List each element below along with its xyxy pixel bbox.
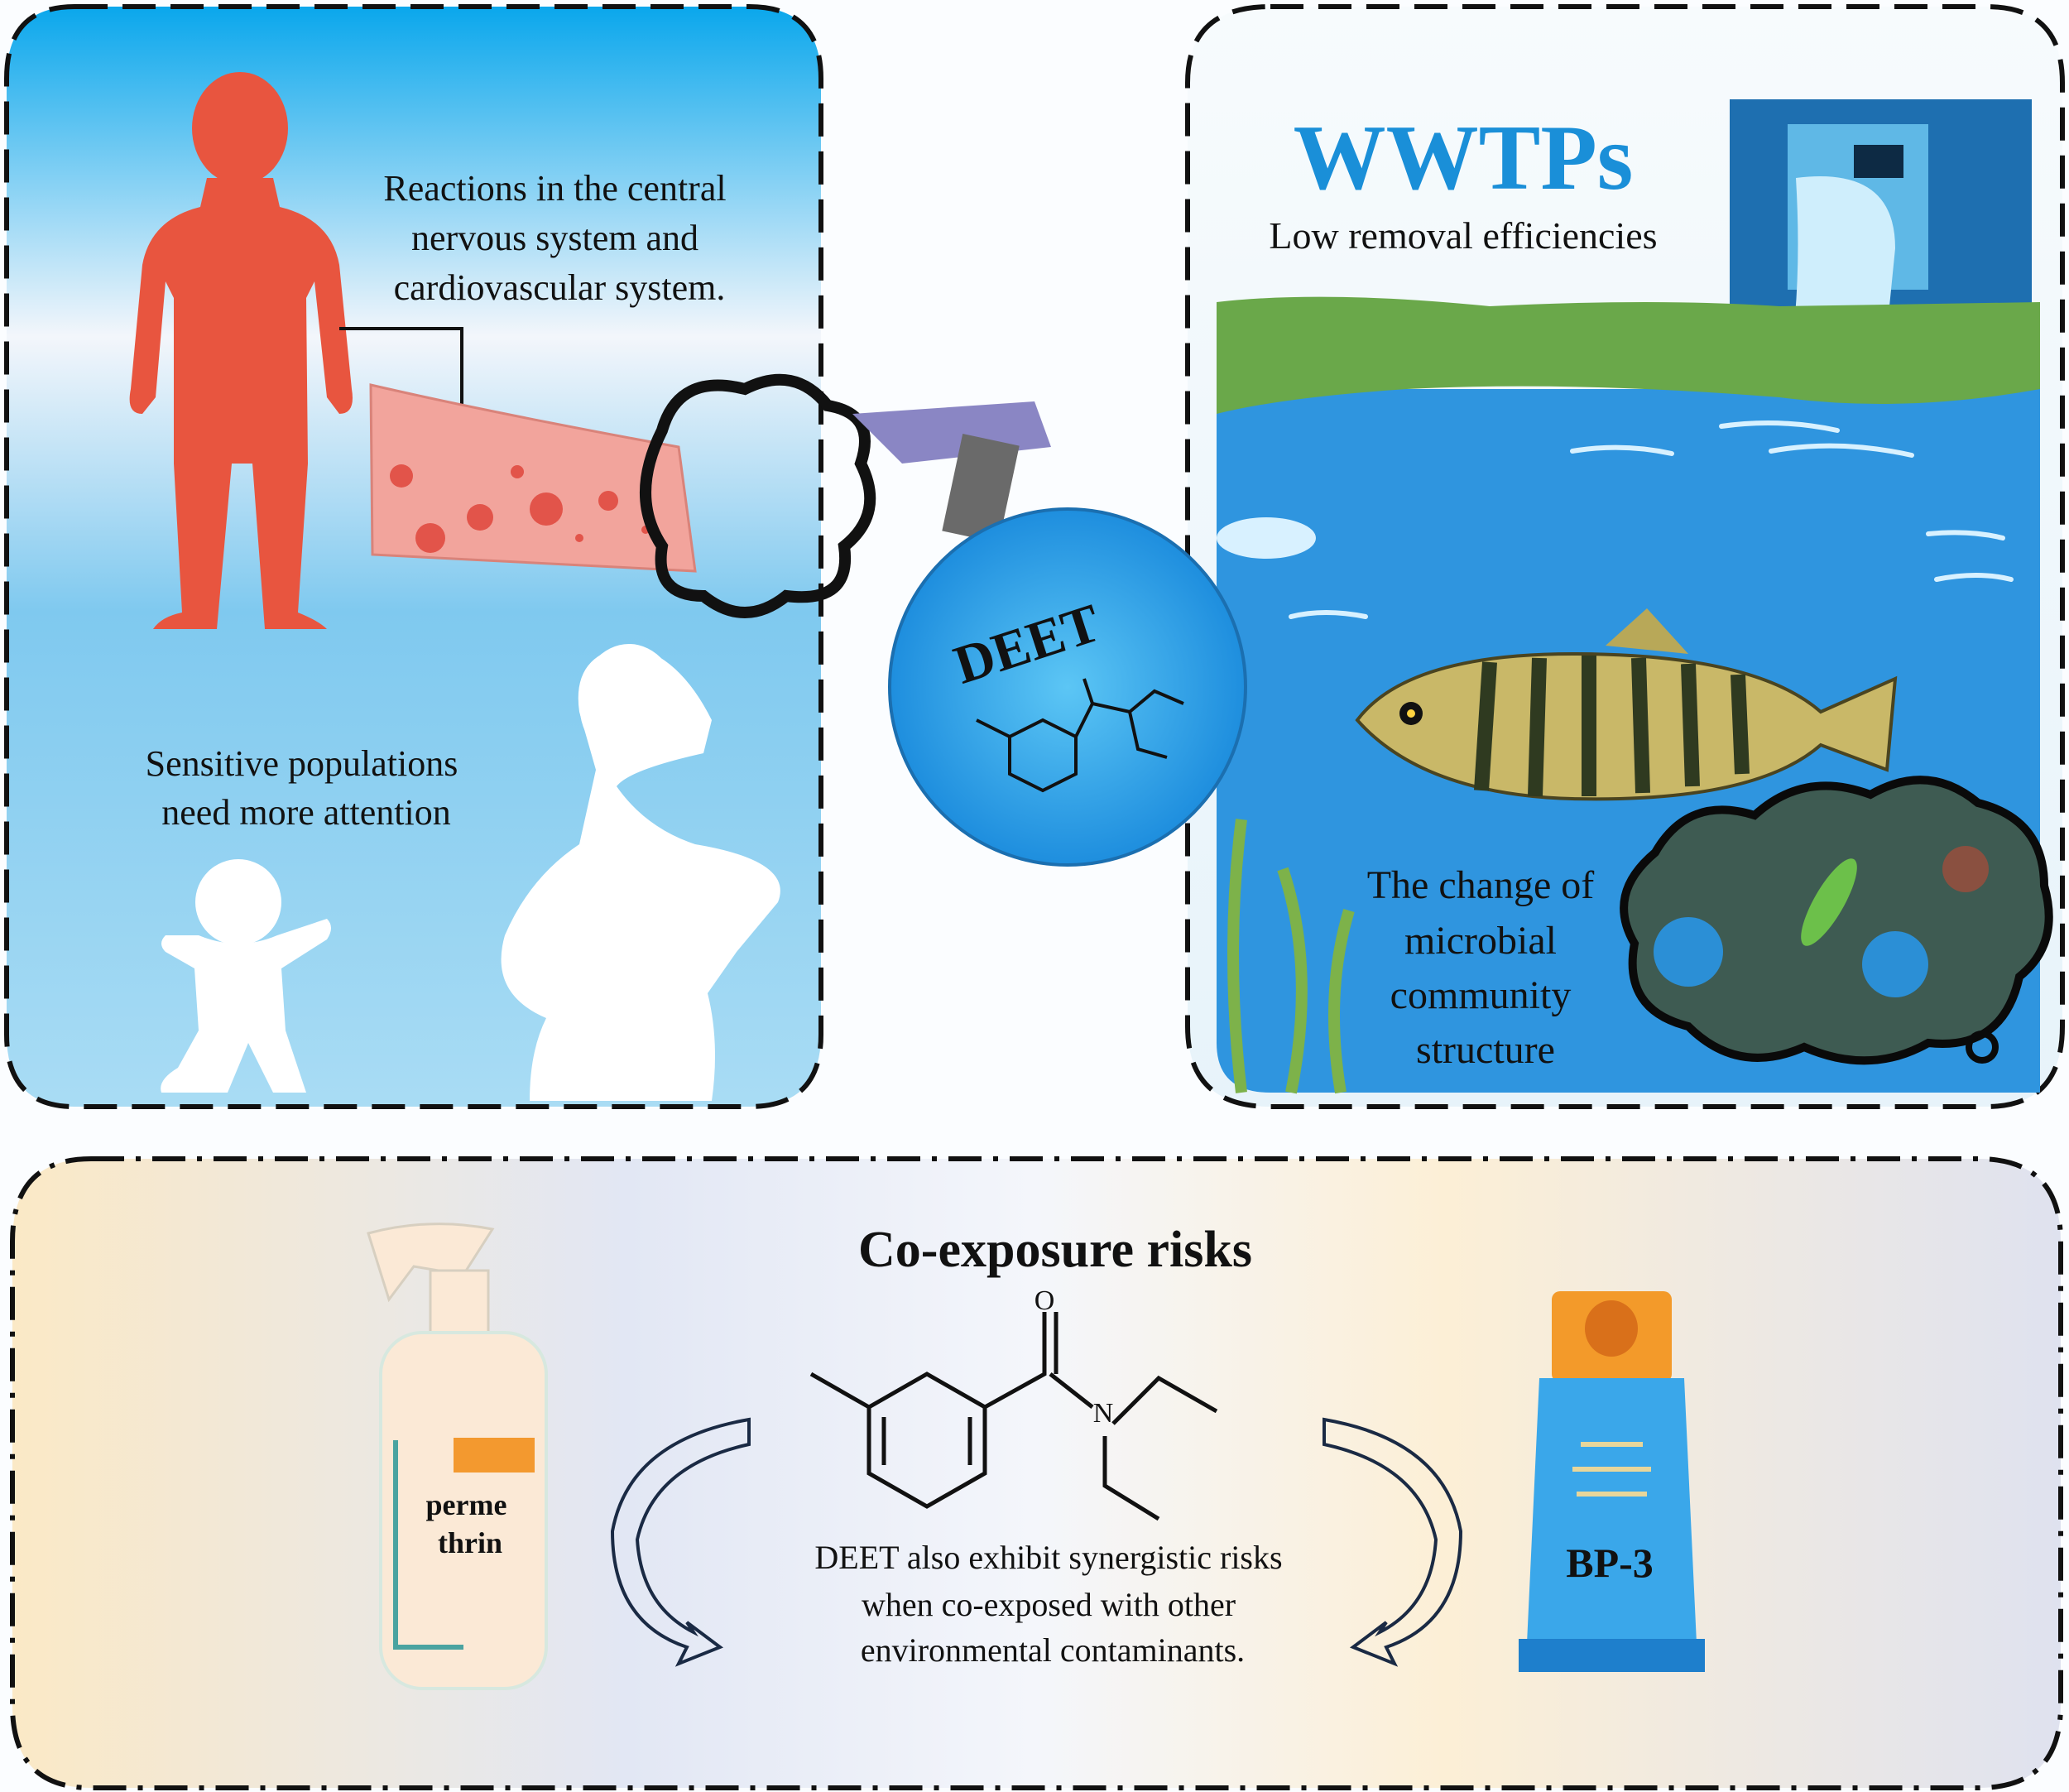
sensitive-populations-text: Sensitive populations need more attentio…: [146, 743, 468, 833]
nitrogen-atom-label: N: [1093, 1398, 1114, 1429]
deet-spray-bottle-icon: DEET: [640, 373, 1247, 867]
grass-bank: [1217, 296, 2040, 414]
sunscreen-tube-icon: BP-3: [1519, 1291, 1705, 1672]
seaweed-icon: [1227, 819, 1355, 1094]
curved-arrow-left-icon: [610, 1417, 751, 1667]
bp3-label: BP-3: [1566, 1540, 1654, 1586]
fish-icon: [1355, 608, 1898, 801]
coexposure-description: DEET also exhibit synergistic risks when…: [814, 1539, 1290, 1669]
wwtp-title: WWTPs: [1294, 107, 1634, 209]
microbial-community-icon: [1620, 776, 2053, 1065]
deet-structure-small: [976, 678, 1184, 793]
permethrin-bottle-icon: perme thrin: [367, 1223, 548, 1690]
coexposure-title: Co-exposure risks: [858, 1222, 1252, 1278]
curved-arrow-right-icon: [1323, 1417, 1463, 1667]
wwtp-panel: WWTPs Low removal efficiencies The chang…: [1185, 4, 2065, 1109]
permethrin-label: perme thrin: [426, 1488, 515, 1559]
microbial-text: The change of microbial community struct…: [1367, 863, 1605, 1072]
skin-rash-icon: [369, 383, 697, 573]
pointer-arrow: [339, 327, 463, 430]
reaction-text: Reactions in the central nervous system …: [383, 168, 735, 308]
pregnant-woman-silhouette-icon: [501, 644, 780, 1101]
human-body-icon: [129, 72, 353, 629]
deet-chemical-structure: [809, 1312, 1218, 1521]
baby-silhouette-icon: [161, 859, 331, 1093]
wwtp-subtitle: Low removal efficiencies: [1269, 214, 1657, 257]
human-health-panel: Reactions in the central nervous system …: [4, 4, 823, 1109]
oxygen-atom-label: O: [1034, 1285, 1055, 1316]
coexposure-panel: Co-exposure risks perme thrin: [10, 1156, 2063, 1790]
water-ripples: [1289, 420, 2014, 619]
